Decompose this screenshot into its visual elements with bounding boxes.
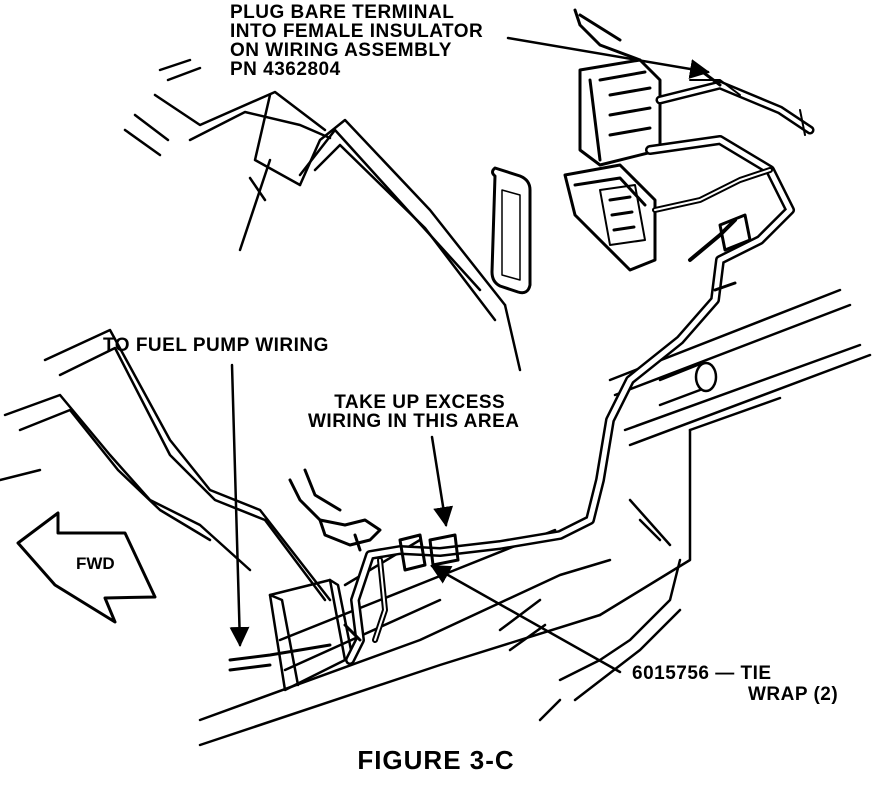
frame-rail-left (0, 328, 332, 602)
leader-arrows (229, 36, 710, 674)
rail-grommet (658, 361, 718, 407)
access-panel (490, 166, 532, 295)
tie-wraps (398, 213, 752, 572)
tie-wrap-label: 6015756 — TIE WRAP (2) (632, 663, 839, 705)
fuel-pump-connector (228, 468, 382, 672)
bracket-box (268, 578, 354, 692)
wiring-harness (345, 68, 815, 665)
cross-member (198, 428, 692, 747)
excess-wiring-label: TAKE UP EXCESS WIRING IN THIS AREA (308, 392, 520, 432)
fwd-label: FWD (76, 554, 115, 573)
fwd-arrow (16, 511, 157, 624)
figure-caption: FIGURE 3-C (357, 745, 515, 775)
body-panel-outline (123, 58, 522, 372)
frame-rail-right (498, 288, 872, 722)
plug-terminal-label: PLUG BARE TERMINAL INTO FEMALE INSULATOR… (230, 2, 484, 80)
fuel-pump-label: TO FUEL PUMP WIRING (103, 335, 329, 356)
